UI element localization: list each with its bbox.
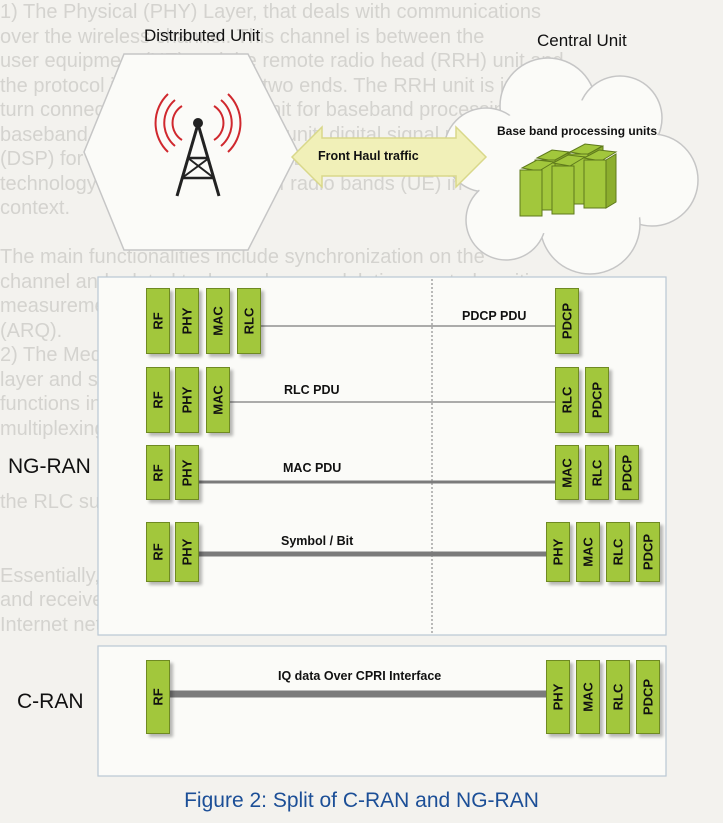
figure-caption: Figure 2: Split of C-RAN and NG-RAN: [184, 789, 539, 812]
cran-right-phy-block: PHY: [546, 660, 570, 734]
cran-right-mac-block: MAC: [576, 660, 600, 734]
ngran-row1-left-mac-block: MAC: [206, 288, 230, 354]
cran-right-pdcp-block: PDCP: [636, 660, 660, 734]
ngran-row2-pdu-label: RLC PDU: [284, 383, 340, 397]
ngran-row3-right-rlc-block: RLC: [585, 445, 609, 500]
ngran-row2-right-pdcp-block: PDCP: [585, 367, 609, 433]
ngran-row3-left-phy-block: PHY: [175, 445, 199, 500]
ngran-row4-left-phy-block: PHY: [175, 522, 199, 582]
antenna-tower-icon: [154, 93, 242, 197]
ngran-row4-left-rf-block: RF: [146, 522, 170, 582]
bbu-label: Base band processing units: [497, 124, 658, 138]
ngran-row4-right-mac-block: MAC: [576, 522, 600, 582]
ngran-row1-left-phy-block: PHY: [175, 288, 199, 354]
ngran-row1-left-rlc-block: RLC: [237, 288, 261, 354]
distributed-unit-label: Distributed Unit: [144, 26, 261, 45]
fronthaul-label: Front Haul traffic: [318, 149, 419, 163]
ngran-row2-right-rlc-block: RLC: [555, 367, 579, 433]
ngran-row3-left-rf-block: RF: [146, 445, 170, 500]
fronthaul-arrow: [290, 125, 488, 189]
ngran-row4-pdu-label: Symbol / Bit: [281, 534, 354, 548]
ngran-row2-left-mac-block: MAC: [206, 367, 230, 433]
ngran-label: NG-RAN: [8, 455, 91, 478]
ngran-row4-right-phy-block: PHY: [546, 522, 570, 582]
cran-left-rf-block: RF: [146, 660, 170, 734]
ngran-row2-left-rf-block: RF: [146, 367, 170, 433]
ngran-row4-right-rlc-block: RLC: [606, 522, 630, 582]
cran-right-rlc-block: RLC: [606, 660, 630, 734]
cran-link-label: IQ data Over CPRI Interface: [278, 669, 442, 683]
ngran-row1-left-rf-block: RF: [146, 288, 170, 354]
cran-label: C-RAN: [17, 690, 84, 713]
cran-box: [97, 645, 667, 777]
ngran-row2-left-phy-block: PHY: [175, 367, 199, 433]
central-unit-label: Central Unit: [537, 31, 627, 50]
ngran-row3-pdu-label: MAC PDU: [283, 461, 342, 475]
ngran-row3-right-pdcp-block: PDCP: [615, 445, 639, 500]
ngran-row1-right-pdcp-block: PDCP: [555, 288, 579, 354]
ngran-row4-right-pdcp-block: PDCP: [636, 522, 660, 582]
ngran-row3-right-mac-block: MAC: [555, 445, 579, 500]
baseband-units-icon: [519, 143, 618, 217]
ngran-row1-pdu-label: PDCP PDU: [462, 309, 527, 323]
